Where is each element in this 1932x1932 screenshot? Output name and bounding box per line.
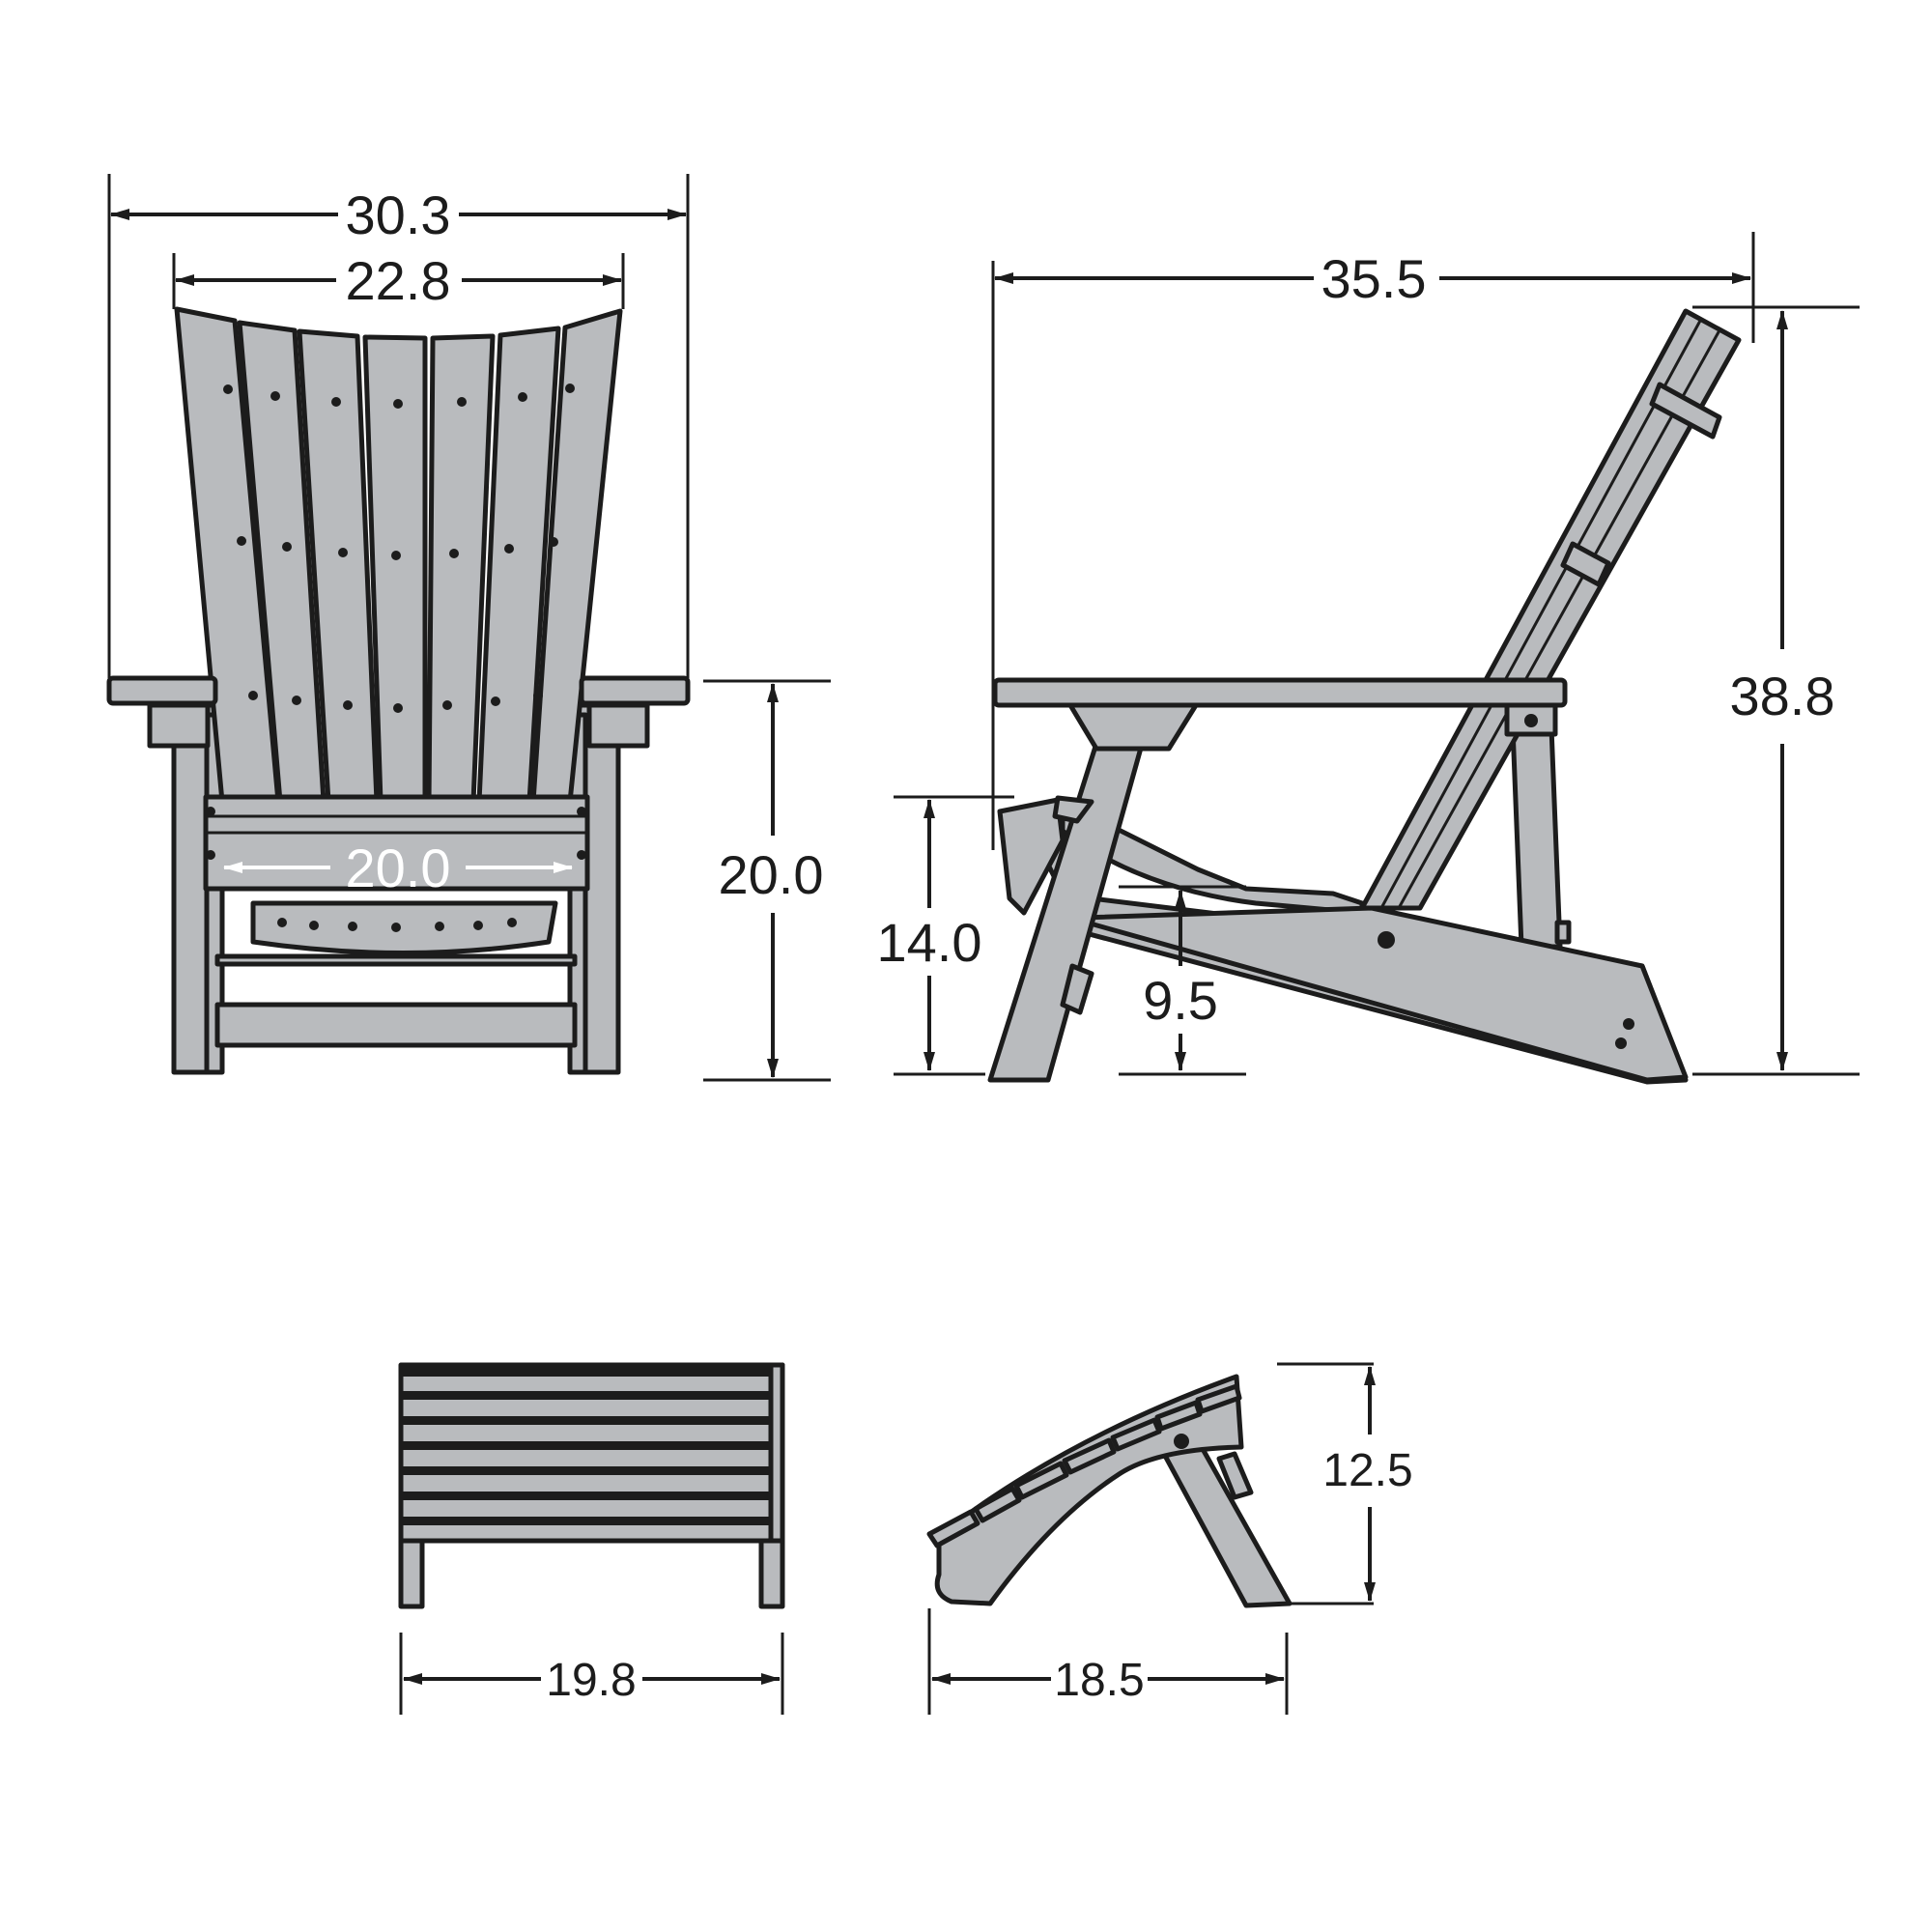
label-ottoman-width: 19.8 bbox=[546, 1655, 636, 1706]
rear-post bbox=[1509, 700, 1563, 950]
ottoman-left-leg bbox=[398, 1538, 425, 1609]
dim-overall-depth: 35.5 bbox=[991, 232, 1755, 850]
right-armrest bbox=[579, 675, 691, 706]
ottoman-front-view: 19.8 bbox=[398, 1362, 785, 1715]
label-seat-front-height: 14.0 bbox=[877, 912, 982, 973]
dim-ottoman-width: 19.8 bbox=[399, 1633, 784, 1715]
dim-seat-width: 20.0 bbox=[223, 838, 573, 898]
back-slats bbox=[174, 306, 623, 805]
ottoman-side-view: 12.5 18.5 bbox=[926, 1362, 1413, 1715]
dim-back-width: 22.8 bbox=[172, 250, 625, 311]
label-ottoman-height: 12.5 bbox=[1322, 1445, 1412, 1496]
front-leg-cleat bbox=[1060, 963, 1094, 1015]
arm-brace bbox=[1067, 702, 1199, 752]
dim-seat-rear-height: 9.5 bbox=[1119, 885, 1246, 1076]
chair-front-view: 30.3 22.8 20.0 20.0 bbox=[106, 174, 831, 1082]
chair-side-view: 35.5 38.8 14.0 9.5 bbox=[877, 232, 1860, 1085]
back-cleat-top bbox=[1649, 382, 1722, 440]
back-bolts bbox=[206, 384, 586, 932]
ottoman-slat-1 bbox=[926, 1509, 980, 1548]
ottoman-top-slats bbox=[401, 1365, 782, 1525]
left-arm-bracket bbox=[147, 702, 211, 749]
side-armrest bbox=[992, 677, 1568, 708]
dim-seat-front-height: 14.0 bbox=[877, 795, 1014, 1076]
dim-overall-height: 38.8 bbox=[1692, 305, 1860, 1076]
label-overall-width: 30.3 bbox=[346, 185, 451, 245]
left-armrest bbox=[106, 675, 218, 706]
label-back-width: 22.8 bbox=[346, 250, 451, 311]
dim-arm-height: 20.0 bbox=[703, 679, 831, 1082]
label-overall-height: 38.8 bbox=[1730, 666, 1835, 726]
label-arm-height: 20.0 bbox=[719, 844, 824, 905]
right-arm-bracket bbox=[586, 702, 650, 749]
label-overall-depth: 35.5 bbox=[1321, 248, 1427, 309]
label-ottoman-depth: 18.5 bbox=[1054, 1655, 1144, 1706]
ottoman-right-leg bbox=[758, 1538, 785, 1609]
ottoman-body bbox=[934, 1374, 1244, 1606]
dim-ottoman-depth: 18.5 bbox=[927, 1608, 1289, 1715]
seat-front-board bbox=[203, 794, 590, 892]
seat-rail bbox=[214, 953, 578, 967]
lower-stretcher bbox=[214, 1002, 578, 1048]
dim-overall-width: 30.3 bbox=[107, 174, 690, 678]
front-block-top bbox=[1052, 795, 1094, 824]
side-back-rest bbox=[1359, 308, 1742, 911]
label-seat-width: 20.0 bbox=[346, 838, 451, 898]
ottoman-side-rail bbox=[768, 1362, 785, 1544]
label-seat-rear-height: 9.5 bbox=[1143, 970, 1218, 1031]
front-block bbox=[997, 797, 1065, 916]
seat-slats-front bbox=[250, 900, 558, 955]
ottoman-leg-cleat bbox=[1216, 1451, 1254, 1500]
dim-ottoman-height: 12.5 bbox=[1277, 1362, 1413, 1605]
post-foot bbox=[1554, 920, 1572, 945]
back-cleat-mid bbox=[1560, 541, 1611, 587]
